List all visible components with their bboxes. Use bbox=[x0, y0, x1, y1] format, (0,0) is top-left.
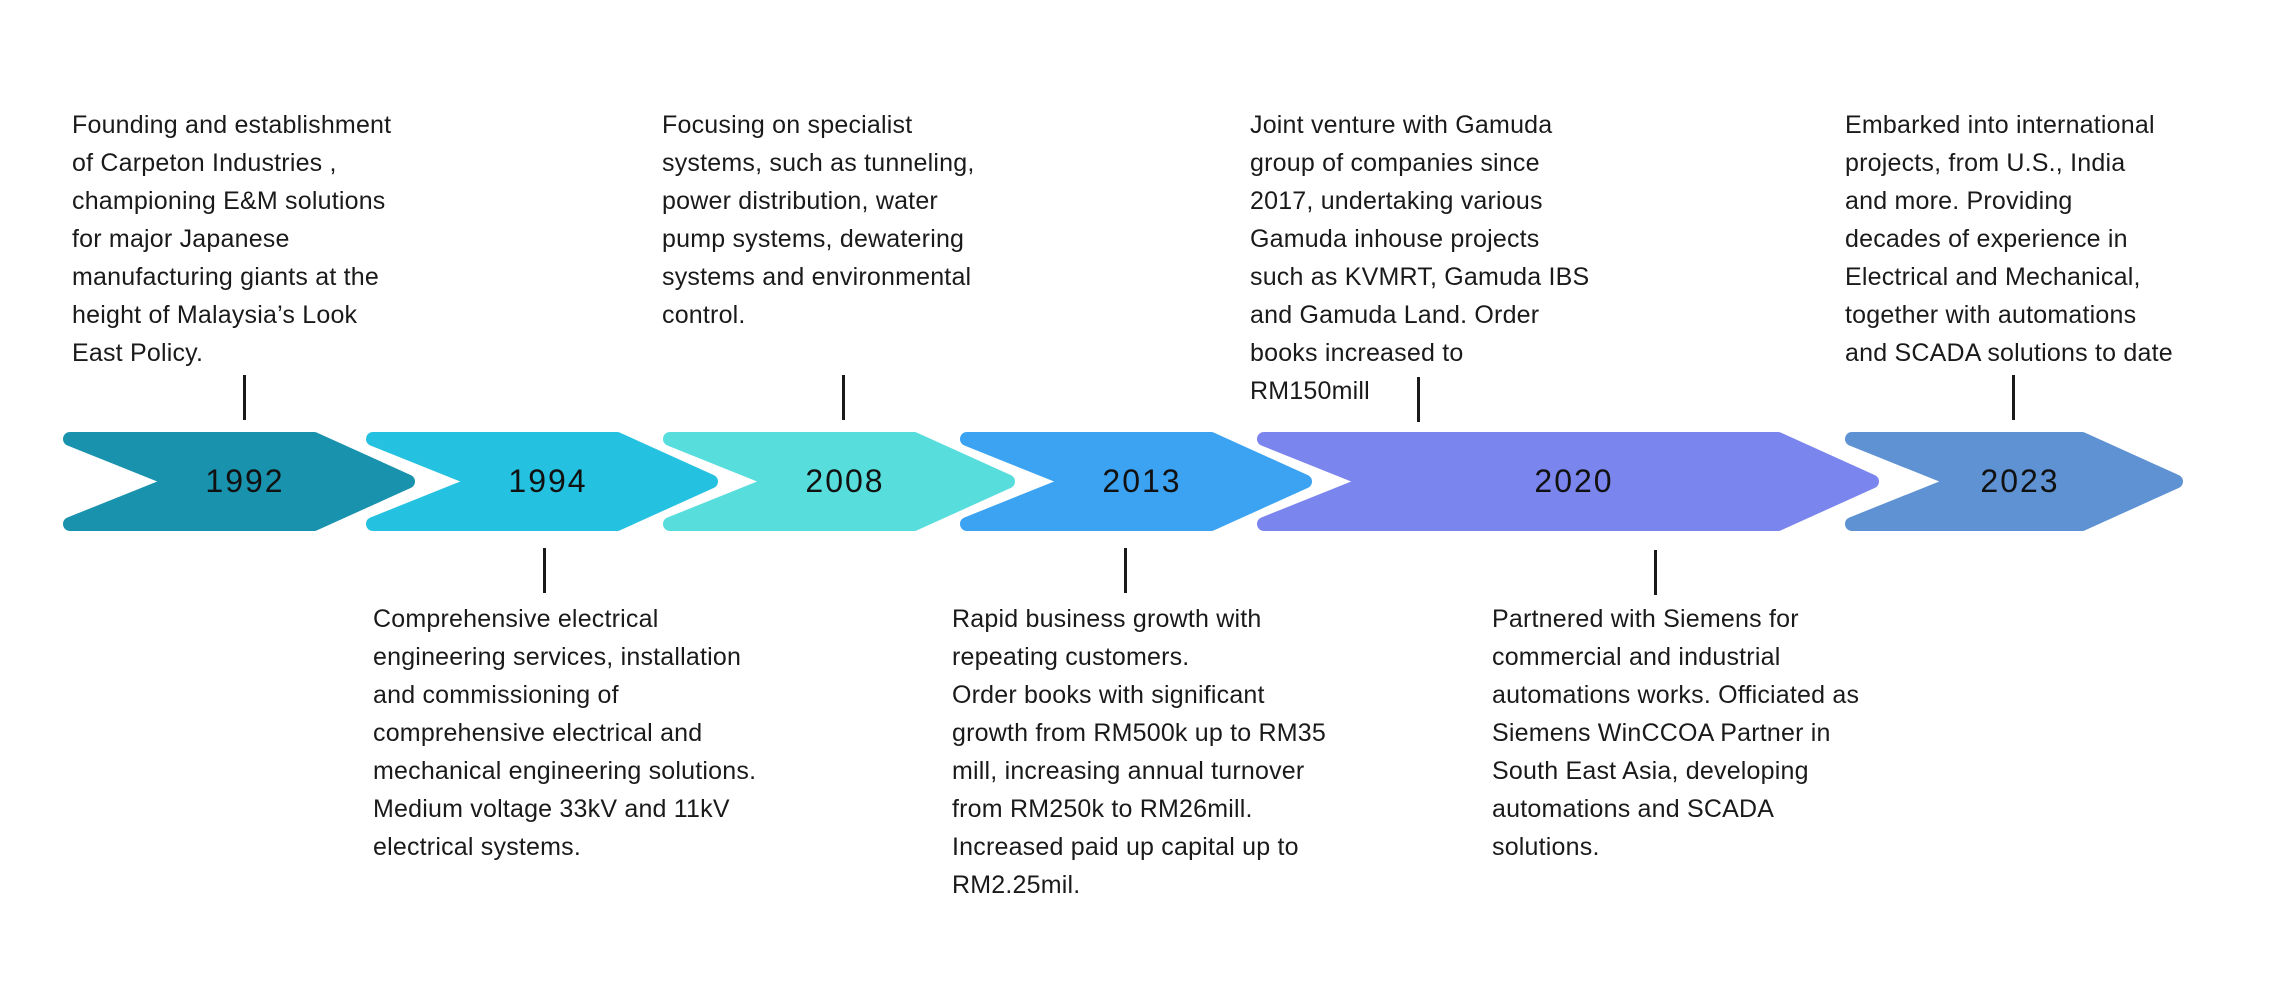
note-below-2020: Partnered with Siemens for commercial an… bbox=[1492, 605, 1860, 861]
note-above-2023: Embarked into international projects, fr… bbox=[1845, 111, 2173, 367]
connector-tick-2020-top bbox=[1417, 377, 1420, 422]
timeline-arrow-1992: 1992 bbox=[63, 432, 417, 531]
year-label-2013: 2013 bbox=[1102, 463, 1182, 499]
arrow-shape bbox=[63, 432, 415, 531]
year-label-2023: 2023 bbox=[1980, 463, 2060, 499]
arrow-shape bbox=[960, 432, 1312, 531]
note-below-2013: Rapid business growth with repeating cus… bbox=[952, 605, 1327, 899]
arrow-shape bbox=[663, 432, 1015, 531]
timeline-arrow-1994: 1994 bbox=[366, 432, 720, 531]
connector-tick-2013 bbox=[1124, 548, 1127, 593]
note-above-2020: Joint venture with Gamuda group of compa… bbox=[1250, 111, 1590, 405]
note-above-1992: Founding and establishment of Carpeton I… bbox=[72, 111, 392, 367]
timeline-arrow-2008: 2008 bbox=[663, 432, 1017, 531]
year-label-1992: 1992 bbox=[205, 463, 285, 499]
timeline-arrow-2023: 2023 bbox=[1845, 432, 2185, 531]
arrow-shape bbox=[1257, 432, 1879, 531]
connector-tick-2020-bottom bbox=[1654, 550, 1657, 595]
arrow-shape bbox=[1845, 432, 2183, 531]
connector-tick-2023 bbox=[2012, 375, 2015, 420]
note-above-2008: Focusing on specialist systems, such as … bbox=[662, 111, 975, 329]
connector-tick-1994 bbox=[543, 548, 546, 593]
connector-tick-1992 bbox=[243, 375, 246, 420]
year-label-1994: 1994 bbox=[508, 463, 588, 499]
timeline-arrow-2013: 2013 bbox=[960, 432, 1314, 531]
connector-tick-2008 bbox=[842, 375, 845, 420]
note-below-1994: Comprehensive electrical engineering ser… bbox=[373, 605, 757, 861]
arrow-shape bbox=[366, 432, 718, 531]
year-label-2020: 2020 bbox=[1534, 463, 1614, 499]
timeline-arrow-2020: 2020 bbox=[1257, 432, 1881, 531]
year-label-2008: 2008 bbox=[805, 463, 885, 499]
